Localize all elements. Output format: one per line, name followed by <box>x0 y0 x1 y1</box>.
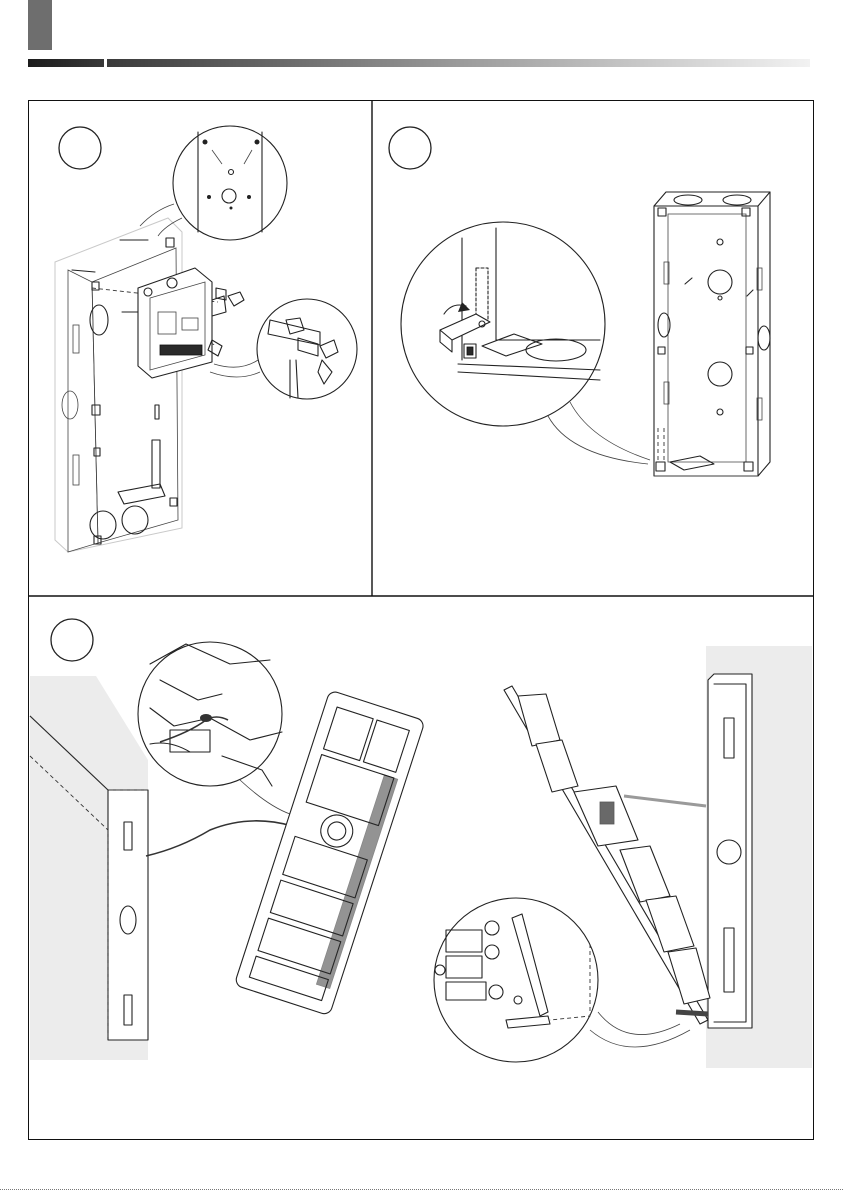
connection-cable <box>146 821 292 856</box>
step-badge-1 <box>59 127 101 169</box>
flush-box-side-icon <box>708 674 752 1028</box>
hinge-strap <box>624 796 706 806</box>
surface-box-icon <box>55 218 182 552</box>
panel-2 <box>389 127 770 476</box>
electronic-module-icon <box>138 268 226 378</box>
step-badge-2 <box>389 127 431 169</box>
wing-nut-icon <box>208 288 244 356</box>
panel-3 <box>30 619 812 1068</box>
panel-1 <box>55 126 357 552</box>
page-bottom-rule <box>0 1189 843 1190</box>
step-badge-3 <box>51 619 93 661</box>
magnifier-screw-detail <box>210 299 357 399</box>
magnifier-cable-detail <box>138 642 290 814</box>
flush-box-icon <box>654 192 770 476</box>
magnifier-tab-detail <box>401 222 650 464</box>
magnifier-hinge-detail <box>434 898 690 1062</box>
